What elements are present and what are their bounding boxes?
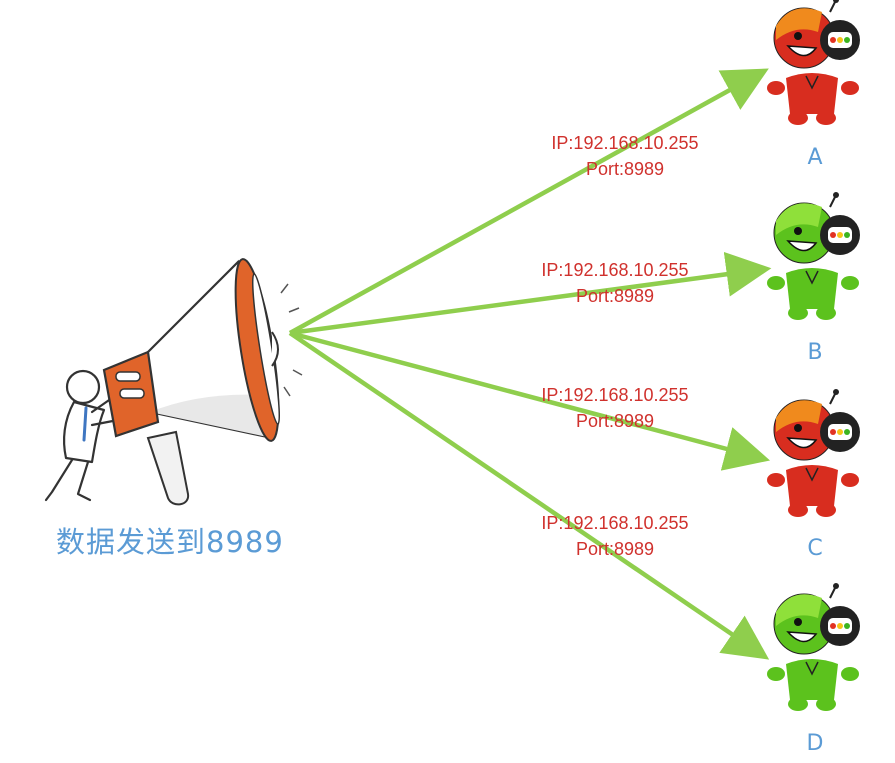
robot-icon-d [767, 583, 860, 711]
broadcast-arrow-c [289, 330, 771, 471]
receiver-label-a: A [807, 145, 823, 170]
robot-icon-b [767, 192, 860, 320]
broadcast-arrow-a [288, 68, 769, 335]
robot-icon-c [767, 389, 860, 517]
robot-icon-a [767, 0, 860, 125]
packet-port: Port:8989 [575, 539, 655, 559]
packet-ip: IP:192.168.10.255 [541, 260, 689, 280]
caption: 数据发送到8989 [56, 525, 284, 559]
packet-ip: IP:192.168.10.255 [551, 133, 699, 153]
broadcast-arrows [288, 68, 772, 660]
packet-ip: IP:192.168.10.255 [541, 513, 689, 533]
packet-port: Port:8989 [585, 159, 665, 179]
receiver-label-c: C [807, 536, 823, 561]
person-icon [44, 369, 120, 502]
broadcast-arrow-b [289, 251, 772, 336]
broadcast-arrow-d [288, 331, 770, 660]
receivers [767, 0, 860, 711]
packet-port: Port:8989 [575, 286, 655, 306]
packet-ip: IP:192.168.10.255 [541, 385, 689, 405]
megaphone-icon [102, 258, 303, 506]
packet-port: Port:8989 [575, 411, 655, 431]
receiver-label-d: D [806, 731, 824, 756]
receiver-label-b: B [807, 340, 823, 365]
